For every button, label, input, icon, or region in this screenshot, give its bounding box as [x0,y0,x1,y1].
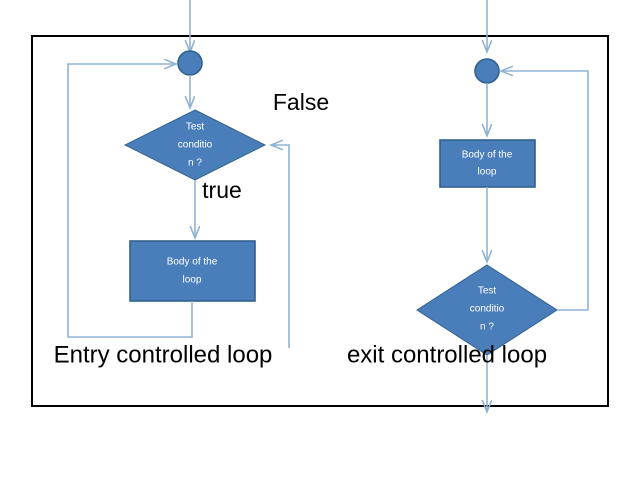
left-body-box [129,240,256,302]
left-loopback-connector [67,64,193,338]
left-start-circle [177,50,203,76]
left-decision-label-line3: n ? [188,158,202,169]
left-body-label-line1: Body of the [167,257,218,268]
right-decision-label-line3: n ? [480,322,494,333]
left-caption: Entry controlled loop [54,341,273,368]
right-decision-label-line2: conditio [470,304,505,315]
left-false-label: False [273,89,329,115]
left-decision-label-line2: conditio [178,140,213,151]
right-body-box [439,139,536,188]
right-body-label-line1: Body of the [462,150,513,161]
right-caption: exit controlled loop [347,341,547,368]
right-body-label-line2: loop [478,167,497,178]
right-loopback-connector [501,71,589,311]
right-start-circle [474,58,500,84]
right-decision-label-line1: Test [478,286,497,297]
left-false-branch-connector [271,145,290,348]
left-decision-label-line1: Test [186,122,205,133]
left-body-label-line2: loop [183,275,202,286]
outer-border [31,35,609,407]
left-true-label: true [202,177,242,203]
